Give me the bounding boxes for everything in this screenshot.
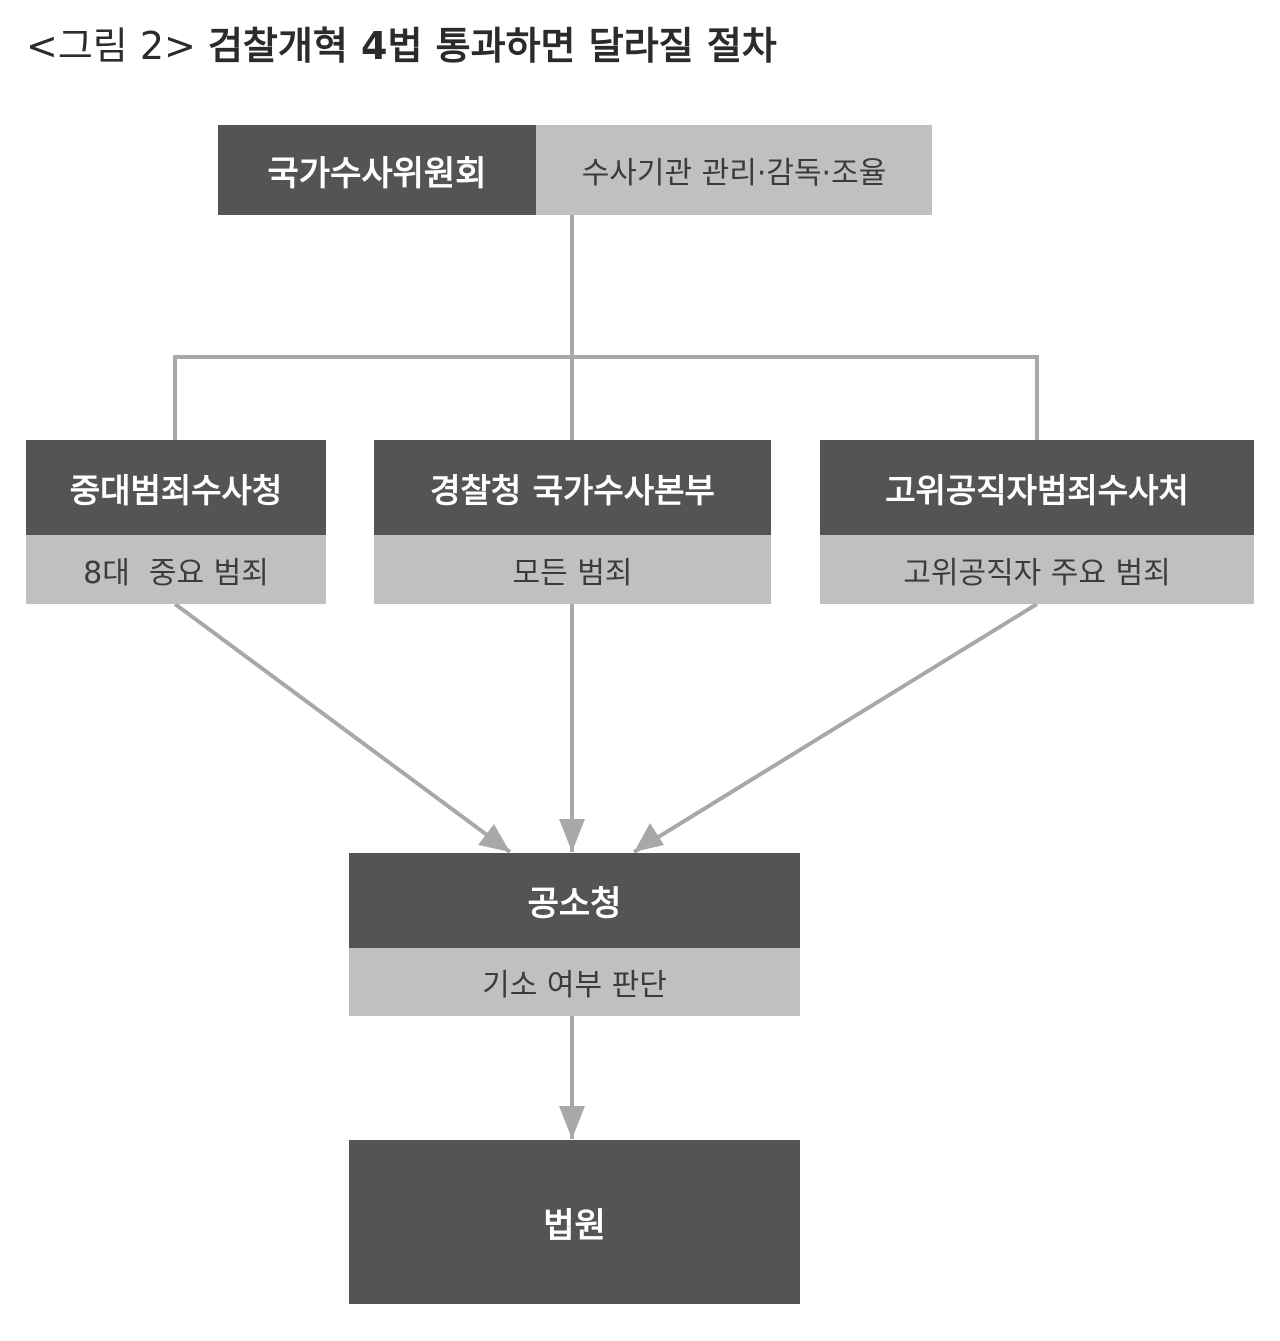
figure-heading: 검찰개혁 4법 통과하면 달라질 절차 [207,24,777,68]
arrow-left-to-prosecution [173,602,512,854]
arrowhead-center [559,819,585,852]
prosecution-name: 공소청 [527,884,622,924]
arrowhead-left [478,824,510,852]
agency-police-scope-box: 모든 범죄 [374,535,771,604]
agency-cio-scope-box: 고위공직자 주요 범죄 [820,535,1254,604]
agency-cio-scope: 고위공직자 주요 범죄 [903,555,1171,591]
connector-branch [173,355,1039,440]
figure-title: <그림 2> 검찰개혁 4법 통과하면 달라질 절차 [26,18,777,74]
commission-name: 국가수사위원회 [267,153,487,194]
commission-role: 수사기관 관리·감독·조율 [581,156,887,191]
arrowhead-right [634,823,664,852]
commission-role-box: 수사기관 관리·감독·조율 [536,125,932,215]
agency-serious-crimes-name: 중대범죄수사청 [69,470,283,510]
agency-serious-crimes-scope-box: 8대 중요 범죄 [26,535,326,604]
agency-police-scope: 모든 범죄 [512,555,633,591]
agency-cio-name-box: 고위공직자범죄수사처 [820,440,1254,535]
prosecution-role-box: 기소 여부 판단 [349,948,800,1016]
prosecution-name-box: 공소청 [349,853,800,948]
figure-number: <그림 2> [26,24,196,68]
arrow-right-to-prosecution [632,602,1039,854]
agency-police-name-box: 경찰청 국가수사본부 [374,440,771,535]
agency-serious-crimes-scope: 8대 중요 범죄 [83,555,269,591]
arrowhead-court [559,1106,585,1139]
court-name: 법원 [543,1205,606,1246]
commission-name-box: 국가수사위원회 [218,125,536,215]
prosecution-role: 기소 여부 판단 [482,968,667,1003]
court-box: 법원 [349,1140,800,1304]
agency-cio-name: 고위공직자범죄수사처 [885,470,1189,510]
agency-police-name: 경찰청 국가수사본부 [430,470,715,510]
agency-serious-crimes-name-box: 중대범죄수사청 [26,440,326,535]
